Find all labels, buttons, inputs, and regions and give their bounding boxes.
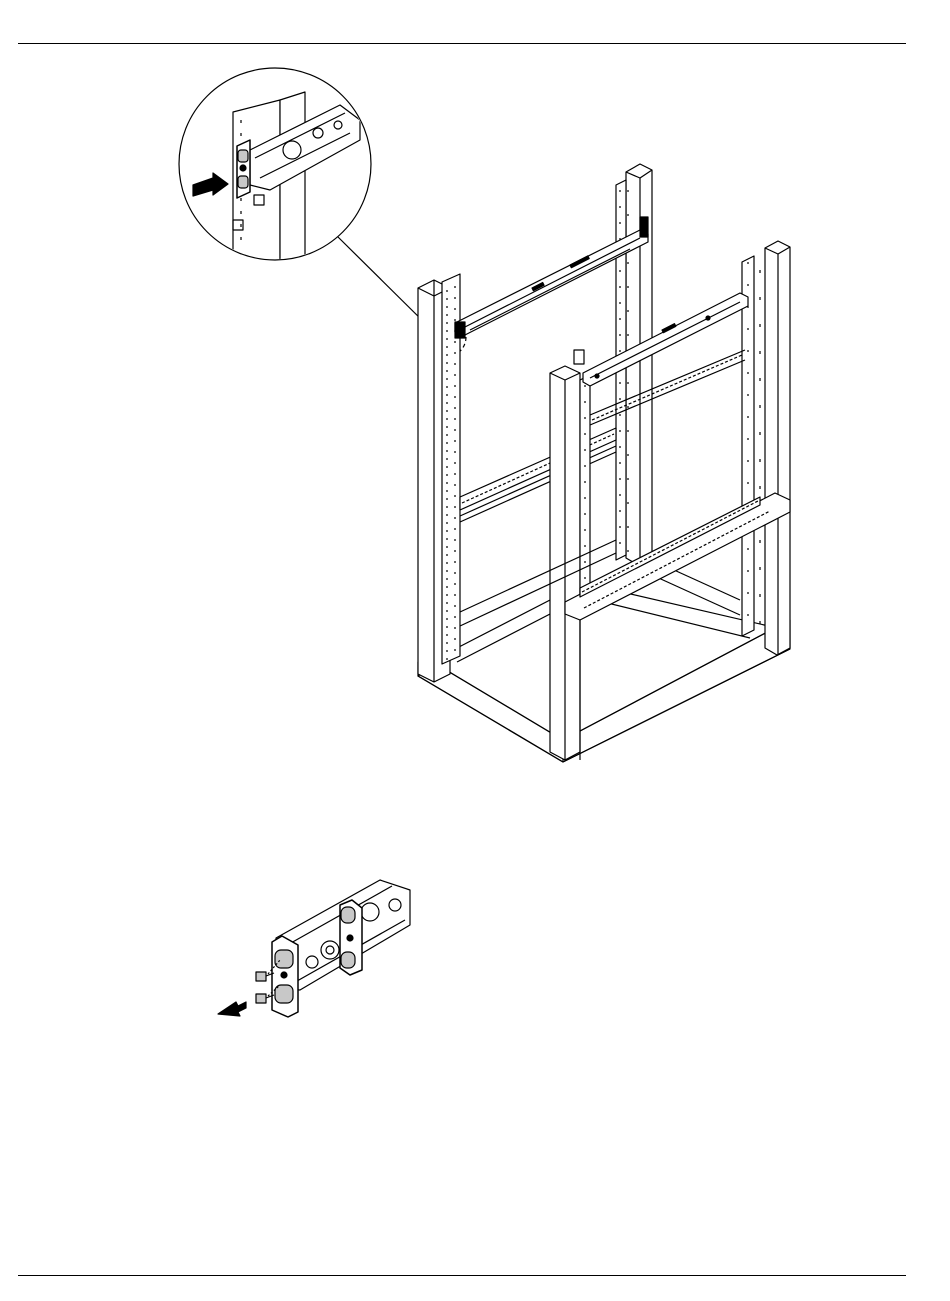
rack-crossbeam-front-right bbox=[565, 493, 790, 760]
pull-arrow-icon bbox=[218, 1002, 246, 1016]
rack-post-rear-right bbox=[765, 241, 790, 655]
rack-upright-rail-rear-right bbox=[742, 256, 760, 636]
rack-crossbeam-rear bbox=[460, 428, 616, 522]
rail-bracket-figure bbox=[218, 880, 410, 1017]
rack-illustration bbox=[337, 164, 790, 762]
slide-rail-right bbox=[574, 293, 748, 386]
callout-magnified-view bbox=[179, 68, 371, 260]
